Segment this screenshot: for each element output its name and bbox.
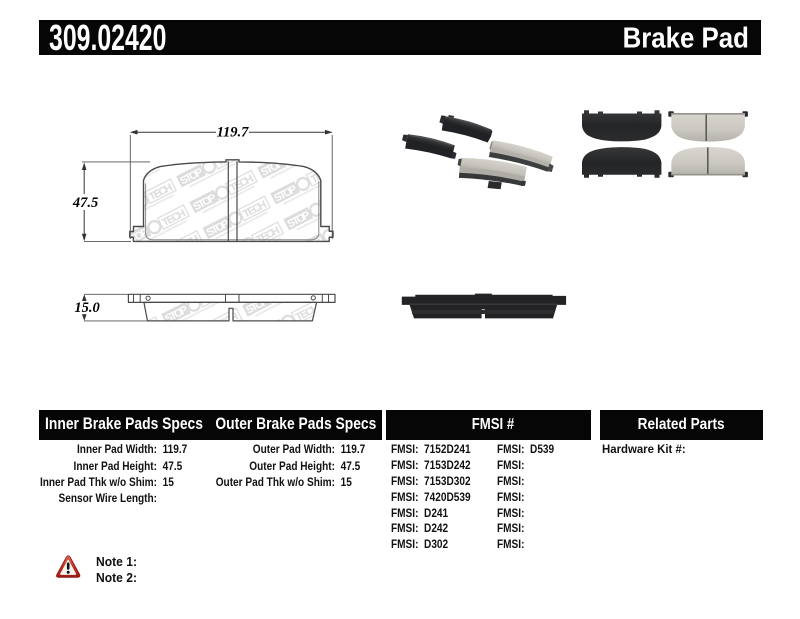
svg-text:119.7: 119.7 [217,125,250,141]
svg-text:15.0: 15.0 [74,300,99,316]
svg-text:47.5: 47.5 [72,195,98,211]
